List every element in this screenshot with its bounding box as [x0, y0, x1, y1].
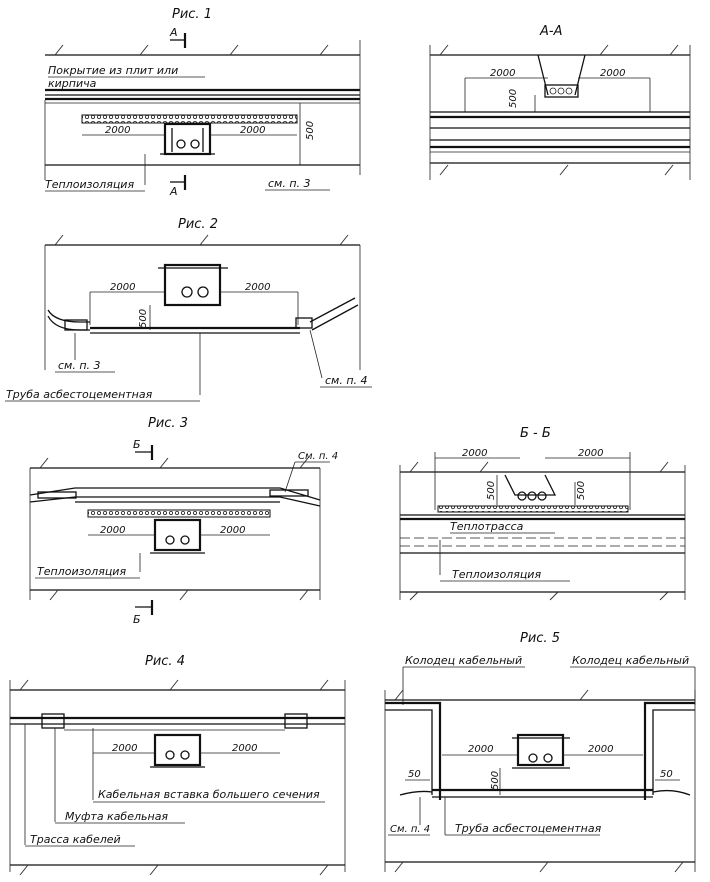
- fig1-section-mark-top: А: [169, 26, 178, 39]
- fig2-ref-right: см. п. 4: [325, 374, 368, 387]
- fig1-title: Рис. 1: [172, 7, 212, 22]
- fig2-dim-right: 2000: [245, 282, 270, 293]
- fig1-pavement-label-2: кирпича: [48, 77, 97, 90]
- figure-5: Рис. 5 Колодец кабельный Колодец кабельн…: [384, 631, 696, 873]
- fig1-pavement-label-1: Покрытие из плит или: [48, 64, 178, 77]
- figbb-dim-vert-left: 500: [486, 481, 497, 500]
- fig3-dim-right: 2000: [220, 525, 245, 536]
- fig5-dim-left: 2000: [468, 744, 493, 755]
- fig5-title: Рис. 5: [520, 631, 560, 646]
- fig4-route-label: Трасса кабелей: [30, 833, 121, 846]
- fig4-coupling-label: Муфта кабельная: [65, 810, 168, 823]
- figbb-title: Б - Б: [520, 426, 551, 441]
- fig2-title: Рис. 2: [178, 217, 218, 232]
- section-bb: Б - Б 2000 2000 500 500 Теплотрасса Тепл…: [399, 426, 686, 601]
- fig2-ref-left: см. п. 3: [58, 359, 101, 372]
- fig5-dim-vert: 500: [490, 771, 501, 790]
- fig5-well-left-label: Колодец кабельный: [405, 654, 522, 667]
- figure-4: Рис. 4 2000 2000 Кабельная вставка больш…: [9, 654, 346, 876]
- fig1-section-mark-bottom: А: [169, 185, 178, 198]
- fig5-well-right-label: Колодец кабельный: [572, 654, 689, 667]
- figbb-insulation-label: Теплоизоляция: [452, 568, 541, 581]
- fig4-title: Рис. 4: [145, 654, 185, 669]
- fig5-dim-50-left: 50: [408, 769, 421, 780]
- figbb-dim-vert-right: 500: [576, 481, 587, 500]
- fig3-title: Рис. 3: [148, 416, 188, 431]
- fig1-dim-right: 2000: [240, 125, 265, 136]
- figbb-heat-line-label: Теплотрасса: [450, 520, 524, 533]
- figaa-dim-vert: 500: [508, 89, 519, 108]
- fig1-insulation-label: Теплоизоляция: [45, 178, 134, 191]
- fig3-section-mark-top: Б: [133, 438, 141, 451]
- figaa-dim-right: 2000: [600, 68, 625, 79]
- figure-3: Рис. 3 Б См. п. 4 2000 2000 Теплоизоляци…: [29, 416, 338, 626]
- figaa-dim-left: 2000: [490, 68, 515, 79]
- fig3-section-mark-bottom: Б: [133, 613, 141, 626]
- figbb-dim-right: 2000: [578, 448, 603, 459]
- fig1-dim-left: 2000: [105, 125, 130, 136]
- fig1-dim-vert: 500: [305, 121, 316, 140]
- fig5-dim-right: 2000: [588, 744, 613, 755]
- fig1-ref-label: см. п. 3: [268, 177, 311, 190]
- fig5-ref-label: См. п. 4: [390, 824, 430, 835]
- fig3-dim-left: 2000: [100, 525, 125, 536]
- fig2-dim-vert: 500: [138, 309, 149, 328]
- fig4-dim-right: 2000: [232, 743, 257, 754]
- section-aa: А-А 2000 2000 500: [429, 24, 691, 180]
- fig2-dim-left: 2000: [110, 282, 135, 293]
- figbb-dim-left: 2000: [462, 448, 487, 459]
- figaa-title: А-А: [539, 24, 562, 39]
- fig4-dim-left: 2000: [112, 743, 137, 754]
- fig5-pipe-label: Труба асбестоцементная: [455, 822, 602, 835]
- fig4-insert-label: Кабельная вставка большего сечения: [98, 788, 320, 801]
- figure-2: Рис. 2 2000 2000 500 см. п. 3 см. п. 4: [5, 217, 372, 402]
- figure-1: Рис. 1 А Покрытие из плит или кирпича 20…: [44, 7, 361, 198]
- fig2-pipe-label: Труба асбестоцементная: [6, 388, 153, 401]
- fig1-ground-hatch: [54, 44, 329, 56]
- fig3-insulation-label: Теплоизоляция: [37, 565, 126, 578]
- fig5-dim-50-right: 50: [660, 769, 673, 780]
- fig3-ref-label: См. п. 4: [298, 451, 338, 462]
